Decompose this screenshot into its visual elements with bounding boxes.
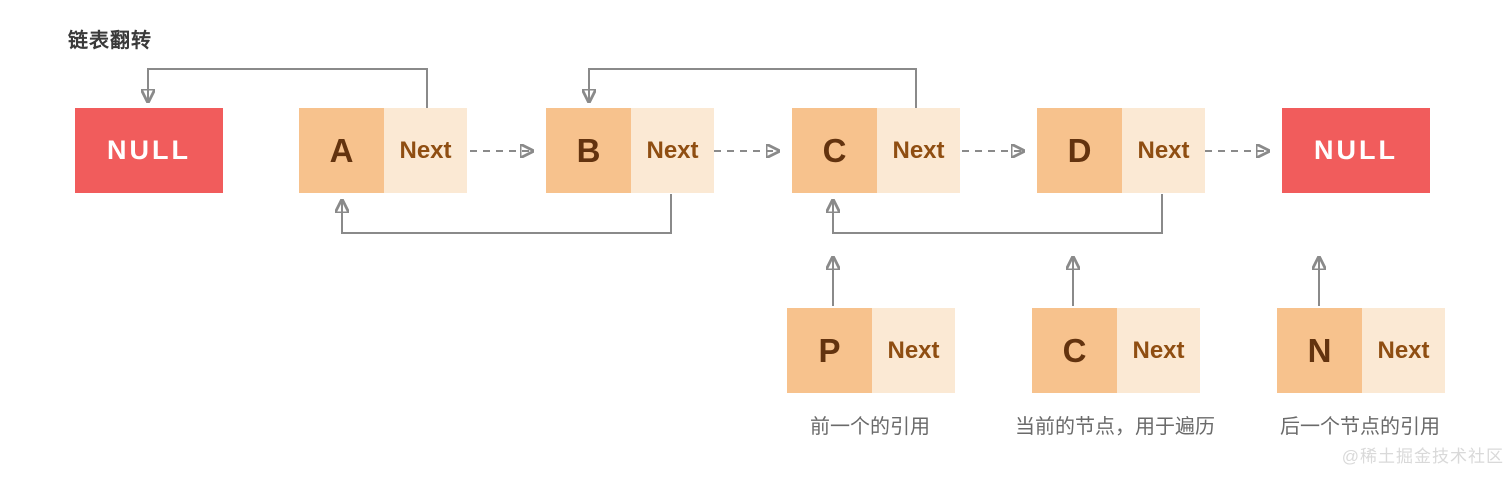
list-node-d: D Next [1037, 108, 1205, 193]
pointer-node-c: C Next [1032, 308, 1200, 393]
pointer-n-value-cell: N [1277, 308, 1362, 393]
caption-p-pointer: 前一个的引用 [810, 416, 930, 438]
caption-c-pointer: 当前的节点，用于遍历 [1015, 416, 1215, 438]
list-node-c: C Next [792, 108, 960, 193]
next-label: Next [887, 336, 940, 364]
arrow-d-next-to-c-icon [833, 194, 1163, 234]
list-node-b: B Next [546, 108, 714, 193]
node-label: B [576, 131, 601, 169]
pointer-node-p: P Next [787, 308, 955, 393]
node-label: C [1062, 331, 1087, 369]
node-c-value-cell: C [792, 108, 877, 193]
pointer-p-value-cell: P [787, 308, 872, 393]
caption-n-pointer: 后一个节点的引用 [1280, 416, 1440, 438]
arrow-a-next-to-null-icon [148, 68, 428, 109]
node-label: C [822, 131, 847, 169]
list-node-a: A Next [299, 108, 467, 193]
node-b-next-cell: Next [631, 108, 714, 193]
next-label: Next [399, 136, 452, 164]
arrow-c-next-to-b-icon [589, 68, 917, 109]
node-b-value-cell: B [546, 108, 631, 193]
watermark: @稀土掘金技术社区 [1341, 447, 1504, 466]
next-label: Next [892, 136, 945, 164]
pointer-p-next-cell: Next [872, 308, 955, 393]
null-label: NULL [1314, 135, 1398, 165]
next-label: Next [646, 136, 699, 164]
node-a-next-cell: Next [384, 108, 467, 193]
pointer-c-value-cell: C [1032, 308, 1117, 393]
null-box-right: NULL [1282, 108, 1430, 193]
next-label: Next [1137, 136, 1190, 164]
node-label: P [818, 331, 841, 369]
arrow-b-next-to-a-icon [342, 194, 672, 234]
next-label: Next [1132, 336, 1185, 364]
node-c-next-cell: Next [877, 108, 960, 193]
node-label: D [1067, 131, 1092, 169]
node-d-value-cell: D [1037, 108, 1122, 193]
node-label: N [1307, 331, 1332, 369]
node-d-next-cell: Next [1122, 108, 1205, 193]
node-label: A [329, 131, 354, 169]
node-a-value-cell: A [299, 108, 384, 193]
diagram-title: 链表翻转 [68, 30, 152, 52]
pointer-node-n: N Next [1277, 308, 1445, 393]
null-box-left: NULL [75, 108, 223, 193]
null-label: NULL [107, 135, 191, 165]
pointer-n-next-cell: Next [1362, 308, 1445, 393]
pointer-c-next-cell: Next [1117, 308, 1200, 393]
next-label: Next [1377, 336, 1430, 364]
